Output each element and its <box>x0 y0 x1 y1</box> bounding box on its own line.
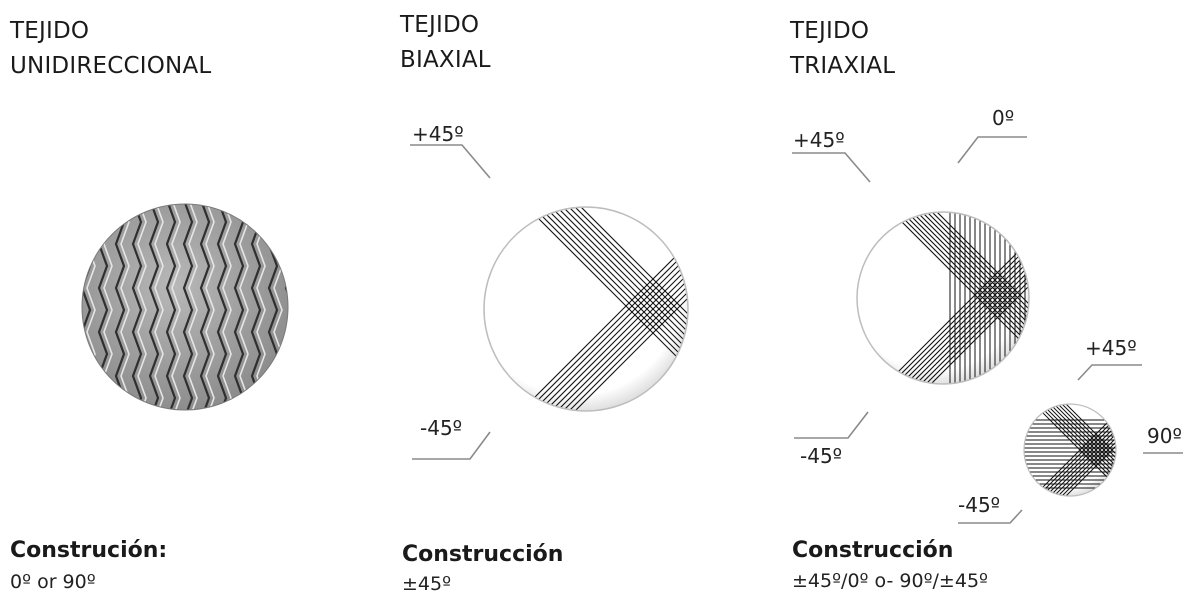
title-triaxial: TEJIDO TRIAXIAL <box>790 14 895 84</box>
caption-value-biaxial: ±45º <box>402 573 452 595</box>
unidirectional-fabric-circle <box>81 203 289 411</box>
biaxial-plus45-leader <box>410 144 491 179</box>
triaxial-label-minus45: -45º <box>800 444 843 468</box>
title-unidirectional-line2: UNIDIRECCIONAL <box>10 53 212 79</box>
triaxial-plus45-leader <box>792 152 871 183</box>
title-triaxial-line2: TRIAXIAL <box>790 53 896 79</box>
triaxial-label-plus45: +45º <box>793 128 845 152</box>
title-biaxial: TEJIDO BIAXIAL <box>400 8 491 78</box>
triaxial-fabric-circle <box>856 211 1030 385</box>
biaxial-fabric-circle <box>483 206 689 412</box>
small-label-plus45: +45º <box>1085 336 1137 360</box>
label-ninety: 90º <box>1147 424 1182 448</box>
small-label-minus45: -45º <box>958 493 1001 517</box>
title-unidirectional-line1: TEJIDO <box>10 18 90 44</box>
title-triaxial-line1: TEJIDO <box>790 18 870 44</box>
triaxial-90-fabric-circle <box>1023 403 1117 497</box>
title-biaxial-line1: TEJIDO <box>400 12 480 38</box>
caption-heading-biaxial: Construcción <box>402 542 564 567</box>
triaxial-label-zero: 0º <box>992 106 1015 130</box>
biaxial-minus45-leader <box>412 431 491 460</box>
triaxial-zero-leader <box>957 136 1027 164</box>
biaxial-label-plus45: +45º <box>412 122 464 146</box>
biaxial-label-minus45: -45º <box>420 416 463 440</box>
caption-heading-unidirectional: Construción: <box>10 538 168 563</box>
small-plus45-leader <box>1077 364 1142 381</box>
triaxial-minus45-leader <box>794 411 869 439</box>
caption-heading-triaxial: Construcción <box>792 538 954 563</box>
caption-value-triaxial: ±45º/0º o- 90º/±45º <box>792 570 988 592</box>
small-minus45-leader <box>958 509 1023 524</box>
caption-value-unidirectional: 0º or 90º <box>10 571 96 593</box>
title-biaxial-line2: BIAXIAL <box>400 47 491 73</box>
title-unidirectional: TEJIDO UNIDIRECCIONAL <box>10 14 211 84</box>
